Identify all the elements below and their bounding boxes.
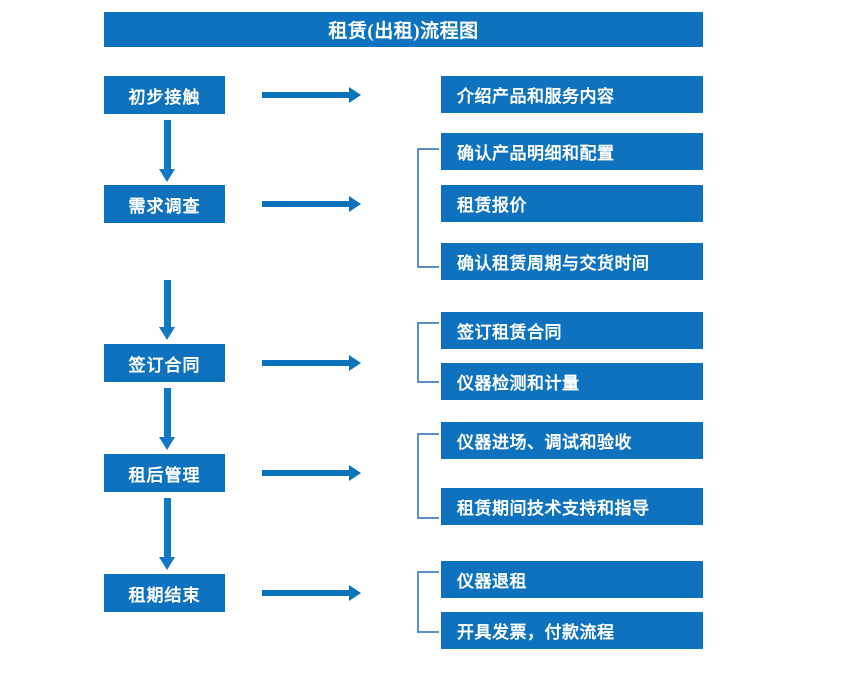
vertical-arrow-1 [159,120,175,182]
detail-box-g1-1[interactable]: 介绍产品和服务内容 [441,76,703,113]
arrow-shaft [262,470,350,476]
arrow-head [159,557,175,570]
stage-box-2[interactable]: 需求调查 [104,185,225,223]
arrow-shaft [262,360,350,366]
group-bracket-5 [417,571,439,633]
stage-box-3[interactable]: 签订合同 [104,344,225,382]
arrow-shaft [262,201,350,207]
horizontal-arrow-1 [262,87,361,103]
stage-box-4[interactable]: 租后管理 [104,454,225,492]
arrow-head [349,87,361,103]
detail-box-g3-2[interactable]: 仪器检测和计量 [441,363,703,400]
horizontal-arrow-4 [262,465,361,481]
horizontal-arrow-2 [262,196,361,212]
arrow-head [159,437,175,450]
group-bracket-3 [417,322,439,383]
vertical-arrow-4 [159,498,175,570]
arrow-head [349,355,361,371]
arrow-shaft [262,590,350,596]
horizontal-arrow-3 [262,355,361,371]
arrow-shaft [164,280,171,327]
arrow-head [349,585,361,601]
detail-box-g4-1[interactable]: 仪器进场、调试和验收 [441,422,703,459]
detail-box-g2-2[interactable]: 租赁报价 [441,185,703,222]
vertical-arrow-3 [159,388,175,450]
arrow-shaft [262,92,350,98]
stage-box-1[interactable]: 初步接触 [104,76,225,114]
arrow-shaft [164,498,171,557]
arrow-shaft [164,120,171,169]
horizontal-arrow-5 [262,585,361,601]
group-bracket-4 [417,433,439,519]
detail-box-g4-2[interactable]: 租赁期间技术支持和指导 [441,488,703,525]
group-bracket-2 [417,148,439,268]
arrow-head [159,327,175,340]
vertical-arrow-2 [159,280,175,340]
arrow-head [349,196,361,212]
arrow-shaft [164,388,171,437]
arrow-head [349,465,361,481]
detail-box-g3-1[interactable]: 签订租赁合同 [441,312,703,349]
detail-box-g2-1[interactable]: 确认产品明细和配置 [441,133,703,170]
detail-box-g5-1[interactable]: 仪器退租 [441,561,703,598]
stage-box-5[interactable]: 租期结束 [104,574,225,612]
diagram-title: 租赁(出租)流程图 [104,12,703,47]
detail-box-g2-3[interactable]: 确认租赁周期与交货时间 [441,243,703,280]
detail-box-g5-2[interactable]: 开具发票，付款流程 [441,612,703,649]
arrow-head [159,169,175,182]
